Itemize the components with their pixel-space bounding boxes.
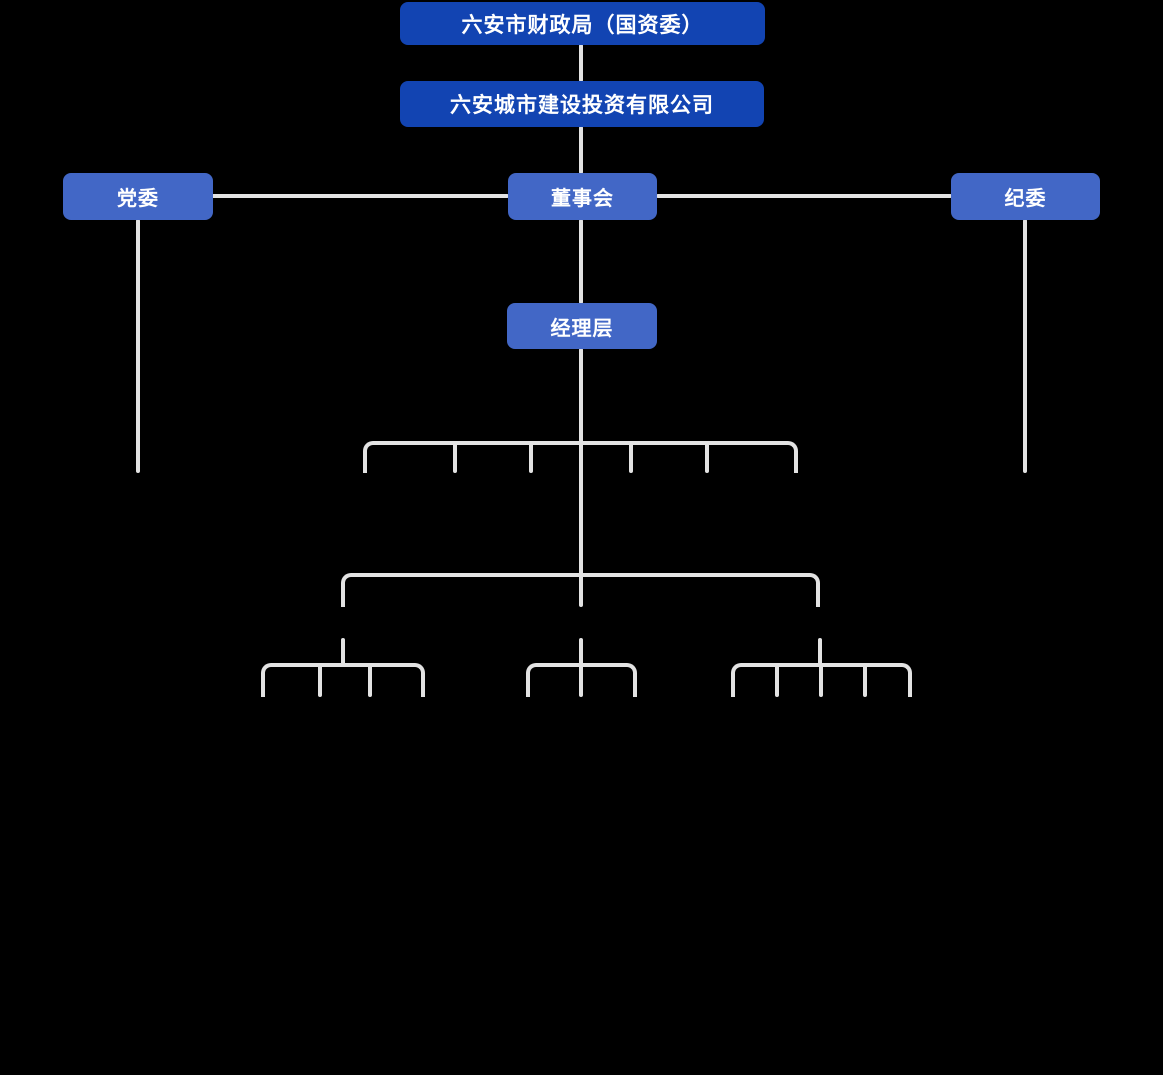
connector-discipline-down xyxy=(1023,219,1027,473)
connector-management-trunk xyxy=(579,348,583,607)
org-node-management: 经理层 xyxy=(507,303,657,349)
bracket-level1-drop-5 xyxy=(705,441,709,473)
org-node-company: 六安城市建设投资有限公司 xyxy=(400,81,764,127)
bracket-level2 xyxy=(341,573,820,607)
bracket-level1 xyxy=(363,441,798,473)
connector-party-to-board xyxy=(211,194,509,198)
bracket-group-left-drop-3 xyxy=(368,663,372,697)
connector-party-down xyxy=(136,219,140,473)
org-node-root: 六安市财政局（国资委） xyxy=(400,2,765,45)
org-node-board: 董事会 xyxy=(508,173,657,220)
connector-root-to-company xyxy=(579,44,583,82)
org-node-root-label: 六安市财政局（国资委） xyxy=(461,13,704,37)
org-node-discipline-committee: 纪委 xyxy=(951,173,1100,220)
bracket-level1-drop-2 xyxy=(453,441,457,473)
bracket-group-left xyxy=(261,663,425,697)
bracket-group-right-drop-3 xyxy=(819,663,823,697)
org-node-company-label: 六安城市建设投资有限公司 xyxy=(450,94,714,117)
bracket-group-right-drop-2 xyxy=(775,663,779,697)
connector-board-to-discipline xyxy=(656,194,952,198)
connector-board-to-management xyxy=(579,219,583,304)
stub-group-left xyxy=(341,638,345,665)
org-node-board-label: 董事会 xyxy=(551,188,614,210)
stub-group-right xyxy=(818,638,822,665)
bracket-group-left-drop-2 xyxy=(318,663,322,697)
bracket-level1-drop-3 xyxy=(529,441,533,473)
bracket-group-middle-drop-2 xyxy=(579,663,583,697)
bracket-level1-drop-4 xyxy=(629,441,633,473)
bracket-group-right-drop-4 xyxy=(863,663,867,697)
org-node-party-committee-label: 党委 xyxy=(117,188,159,210)
org-node-management-label: 经理层 xyxy=(550,317,614,340)
org-node-discipline-committee-label: 纪委 xyxy=(1004,188,1047,210)
stub-group-middle xyxy=(579,638,583,665)
connector-company-to-board xyxy=(579,126,583,174)
org-node-party-committee: 党委 xyxy=(63,173,213,220)
